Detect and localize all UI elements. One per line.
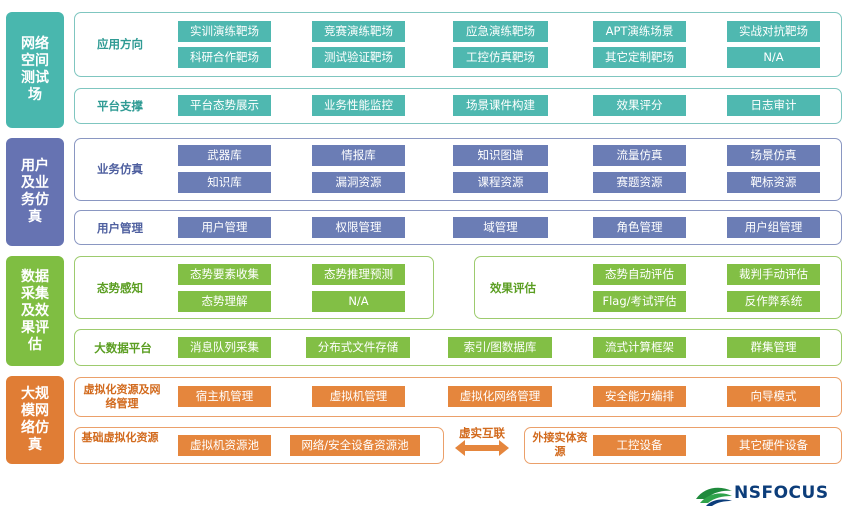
sim-item-8[interactable]: 赛题资源 [593,172,686,193]
app-item-7[interactable]: 工控仿真靶场 [453,47,548,68]
app-item-0[interactable]: 实训演练靶场 [178,21,271,42]
user-item-0[interactable]: 用户管理 [178,217,271,238]
platform-item-2[interactable]: 场景课件构建 [453,95,548,116]
situation-item-3[interactable]: N/A [312,291,405,312]
label-evaluation: 效果评估 [490,281,536,295]
app-item-9[interactable]: N/A [727,47,820,68]
sim-item-1[interactable]: 情报库 [312,145,405,166]
virt-item-0[interactable]: 宿主机管理 [178,386,271,407]
user-item-4[interactable]: 用户组管理 [727,217,820,238]
situation-item-2[interactable]: 态势理解 [178,291,271,312]
sim-item-6[interactable]: 漏洞资源 [312,172,405,193]
eval-item-2[interactable]: Flag/考试评估 [593,291,686,312]
sim-item-7[interactable]: 课程资源 [453,172,548,193]
label-physical: 外接实体资源 [532,431,588,458]
app-item-3[interactable]: APT演练场景 [593,21,686,42]
sim-item-0[interactable]: 武器库 [178,145,271,166]
sim-item-4[interactable]: 场景仿真 [727,145,820,166]
physical-item-1[interactable]: 其它硬件设备 [727,435,820,456]
eval-item-0[interactable]: 态势自动评估 [593,264,686,285]
platform-item-1[interactable]: 业务性能监控 [312,95,405,116]
sim-item-5[interactable]: 知识库 [178,172,271,193]
label-bigdata: 大数据平台 [94,341,152,355]
virt-item-2[interactable]: 虚拟化网络管理 [448,386,552,407]
bigdata-item-3[interactable]: 流式计算框架 [593,337,686,358]
sim-item-9[interactable]: 靶标资源 [727,172,820,193]
label-users: 用户管理 [97,221,143,235]
label-application: 应用方向 [97,37,143,51]
eval-item-1[interactable]: 裁判手动评估 [727,264,820,285]
eval-item-3[interactable]: 反作弊系统 [727,291,820,312]
app-item-5[interactable]: 科研合作靶场 [178,47,271,68]
label-virtualization: 虚拟化资源及网络管理 [83,383,161,410]
layer-title-data: 数据采集及效果评估 [6,256,64,366]
bigdata-item-1[interactable]: 分布式文件存储 [306,337,410,358]
platform-item-3[interactable]: 效果评分 [593,95,686,116]
platform-item-4[interactable]: 日志审计 [727,95,820,116]
sim-item-3[interactable]: 流量仿真 [593,145,686,166]
app-item-8[interactable]: 其它定制靶场 [593,47,686,68]
app-item-4[interactable]: 实战对抗靶场 [727,21,820,42]
user-item-2[interactable]: 域管理 [453,217,548,238]
label-situation: 态势感知 [97,281,143,295]
app-item-6[interactable]: 测试验证靶场 [312,47,405,68]
double-arrow-icon [455,440,509,456]
virt-item-3[interactable]: 安全能力编排 [593,386,686,407]
app-item-2[interactable]: 应急演练靶场 [453,21,548,42]
sim-item-2[interactable]: 知识图谱 [453,145,548,166]
label-simulation: 业务仿真 [97,162,143,176]
layer-title-network: 大规模网络仿真 [6,376,64,464]
user-item-3[interactable]: 角色管理 [593,217,686,238]
basic-item-0[interactable]: 虚拟机资源池 [178,435,271,456]
basic-item-1[interactable]: 网络/安全设备资源池 [290,435,420,456]
label-basic: 基础虚拟化资源 [81,431,159,444]
nsfocus-wing-logo [696,487,732,506]
virt-item-4[interactable]: 向导模式 [727,386,820,407]
bigdata-item-2[interactable]: 索引/图数据库 [448,337,552,358]
label-platform: 平台支撑 [97,99,143,113]
bigdata-item-0[interactable]: 消息队列采集 [178,337,271,358]
app-item-1[interactable]: 竞赛演练靶场 [312,21,405,42]
interconnect-label: 虚实互联 [459,426,505,440]
virt-item-1[interactable]: 虚拟机管理 [312,386,405,407]
situation-item-1[interactable]: 态势推理预测 [312,264,405,285]
physical-item-0[interactable]: 工控设备 [593,435,686,456]
bigdata-item-4[interactable]: 群集管理 [727,337,820,358]
layer-title-business: 用户及业务仿真 [6,138,64,246]
layer-title-range: 网络空间测试场 [6,12,64,128]
situation-item-0[interactable]: 态势要素收集 [178,264,271,285]
logo-text: NSFOCUS [734,483,829,503]
platform-item-0[interactable]: 平台态势展示 [178,95,271,116]
user-item-1[interactable]: 权限管理 [312,217,405,238]
